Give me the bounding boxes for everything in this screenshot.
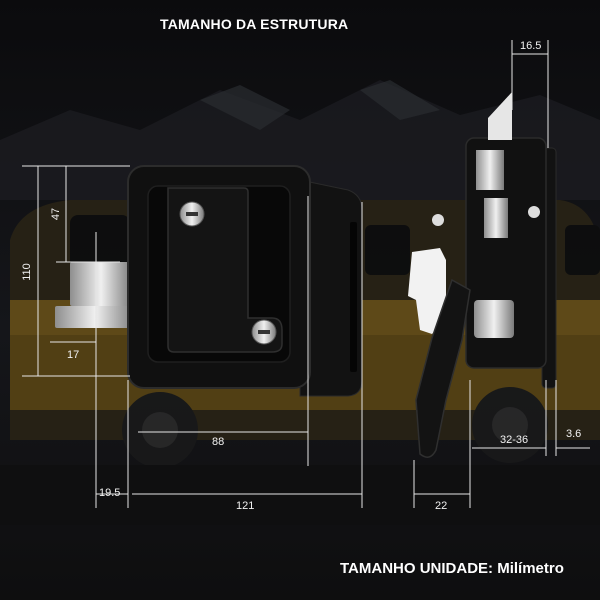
dimension-side-depth: 32-36 [500, 434, 529, 446]
dimension-height-total: 110 [20, 263, 33, 281]
flange-slot [350, 222, 357, 372]
dimension-height-upper: 47 [50, 207, 63, 221]
mountain-snow [200, 80, 440, 130]
front-view-lock [55, 165, 363, 397]
dimension-face-width: 88 [212, 436, 225, 448]
side-view-lock [408, 92, 557, 458]
dimension-handle-depth: 22 [435, 500, 448, 512]
side-handle-lever [415, 278, 471, 458]
dimension-overall-width: 121 [236, 500, 255, 512]
paddle-handle [167, 187, 283, 353]
side-top-tab [488, 92, 512, 140]
dimension-lines [22, 40, 590, 508]
side-bolt-left [432, 214, 444, 226]
diagram-title: TAMANHO DA ESTRUTURA [160, 16, 349, 32]
dimension-side-plate: 3.6 [566, 428, 582, 440]
side-latch-cam [408, 248, 446, 334]
unit-caption: TAMANHO UNIDADE: Milímetro [340, 560, 564, 577]
latch-bolt [70, 262, 132, 306]
side-key-cylinder [474, 300, 514, 338]
side-bolt-right [528, 206, 540, 218]
dimension-side-depth-top: 16.5 [520, 40, 542, 52]
dimension-latch-offset: 17 [67, 349, 80, 361]
latch-plunger [55, 306, 135, 328]
dimension-latch-protrusion: 19.5 [99, 487, 121, 499]
